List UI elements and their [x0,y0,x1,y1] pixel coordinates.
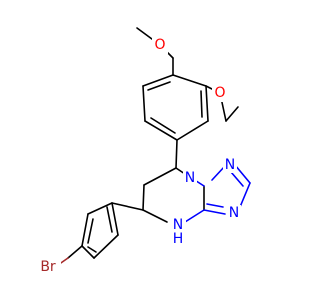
bond-ring2-d [93,234,119,259]
bond-ring2-b-inner [106,206,113,233]
atom-nitrogen-1: N [185,170,195,186]
bond-n3-c3a-inner [206,203,224,208]
atom-nitrogen-3: N [229,205,239,221]
bond-c7-c6 [143,167,177,186]
bond-ring1-c [176,120,209,141]
bond-n1-n2 [211,165,226,181]
bond-ring1-b-inner [200,90,203,118]
atom-bromine: Br [40,259,56,275]
bond-ring2-c [81,213,89,247]
bond-nh-c3a [184,209,205,223]
bond-c6-c5 [142,184,145,211]
bond-ring1-f-inner [147,81,171,91]
atom-oxygen-right: O [214,85,225,101]
bond-ring1-b [205,85,209,122]
bond-n2-c [234,164,251,184]
bond-n2-c-inner [230,171,244,187]
molecule-structure: O O N N N N H Br [40,27,251,275]
atom-oxygen-top: O [154,37,165,53]
bond-c-n3 [239,182,251,208]
bond-ring1-e [142,85,146,122]
bond-c-br [67,245,83,259]
bond-ring2-e [81,245,95,259]
bond-ring1-f [142,74,174,87]
atom-hydrogen-nh: H [173,231,184,247]
bond-ring2-e-inner [87,246,97,253]
bond-ring2-a [87,202,113,215]
bond-ring1-d [144,120,178,141]
atom-nitrogen-2: N [225,157,235,173]
bond-c5-ring2 [111,202,144,211]
bond-ring1-a [172,74,207,87]
atom-nitrogen-nh: N [173,217,183,233]
bond-n3-c3a [203,209,226,215]
bond-ring2-c-inner [87,218,94,244]
bond-ring2-b [111,202,119,236]
bond-methyl-right [225,106,239,122]
bond-ring1-d-inner [150,117,176,134]
bond-c5-nh [142,209,168,223]
bond-ring1-c7 [175,139,178,169]
